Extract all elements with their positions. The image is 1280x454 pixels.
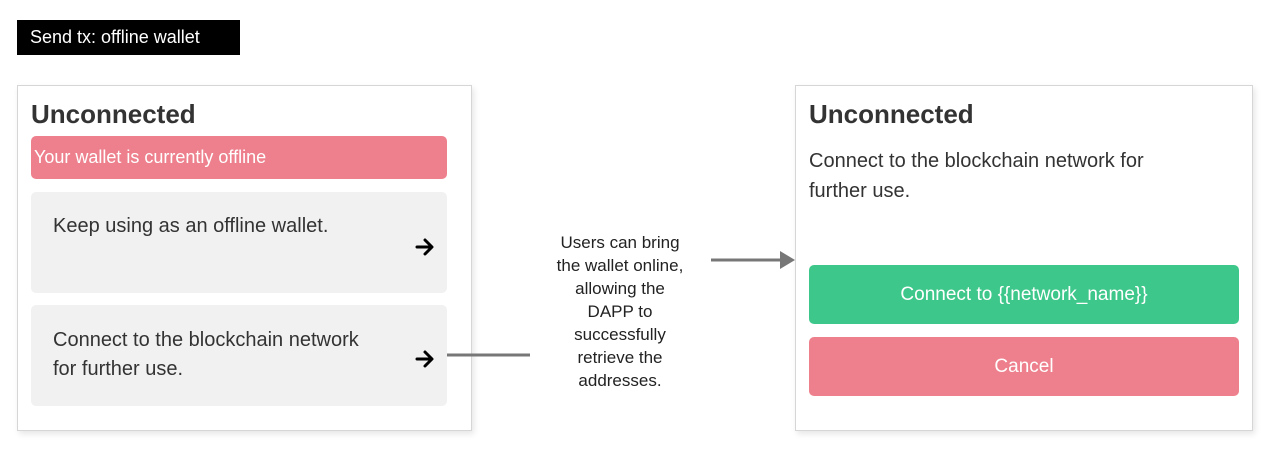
annotation-line: addresses. bbox=[578, 371, 662, 390]
annotation-line: allowing the bbox=[575, 279, 665, 298]
panel-title: Unconnected bbox=[809, 99, 974, 129]
unconnected-panel-connect: Unconnected Connect to the blockchain ne… bbox=[795, 85, 1253, 431]
annotation-line: successfully bbox=[574, 325, 666, 344]
option-label: Keep using as an offline wallet. bbox=[53, 215, 329, 237]
flow-annotation: Users can bring the wallet online, allow… bbox=[534, 231, 706, 392]
panel-description: Connect to the blockchain network for fu… bbox=[809, 146, 1209, 206]
flow-tag: Send tx: offline wallet bbox=[17, 20, 240, 55]
arrow-right-icon bbox=[415, 350, 434, 368]
annotation-line: DAPP to bbox=[587, 302, 653, 321]
connect-network-option[interactable]: Connect to the blockchain network for fu… bbox=[31, 305, 447, 406]
description-line-1: Connect to the blockchain network for bbox=[809, 150, 1144, 172]
panel-title: Unconnected bbox=[31, 99, 196, 129]
option-label-line-1: Connect to the blockchain network bbox=[53, 329, 359, 351]
cancel-button[interactable]: Cancel bbox=[809, 337, 1239, 396]
description-line-2: further use. bbox=[809, 180, 911, 202]
annotation-line: retrieve the bbox=[577, 348, 663, 367]
option-label-line-2: for further use. bbox=[53, 358, 184, 380]
annotation-line: the wallet online, bbox=[556, 256, 684, 275]
annotation-line: Users can bring bbox=[560, 233, 680, 252]
arrow-right-icon bbox=[415, 238, 434, 256]
connector-arrowhead-icon bbox=[780, 251, 795, 269]
keep-offline-option[interactable]: Keep using as an offline wallet. bbox=[31, 192, 447, 293]
unconnected-panel-offline: Unconnected Your wallet is currently off… bbox=[17, 85, 472, 431]
offline-status-banner: Your wallet is currently offline bbox=[31, 136, 447, 179]
connect-network-button[interactable]: Connect to {{network_name}} bbox=[809, 265, 1239, 324]
